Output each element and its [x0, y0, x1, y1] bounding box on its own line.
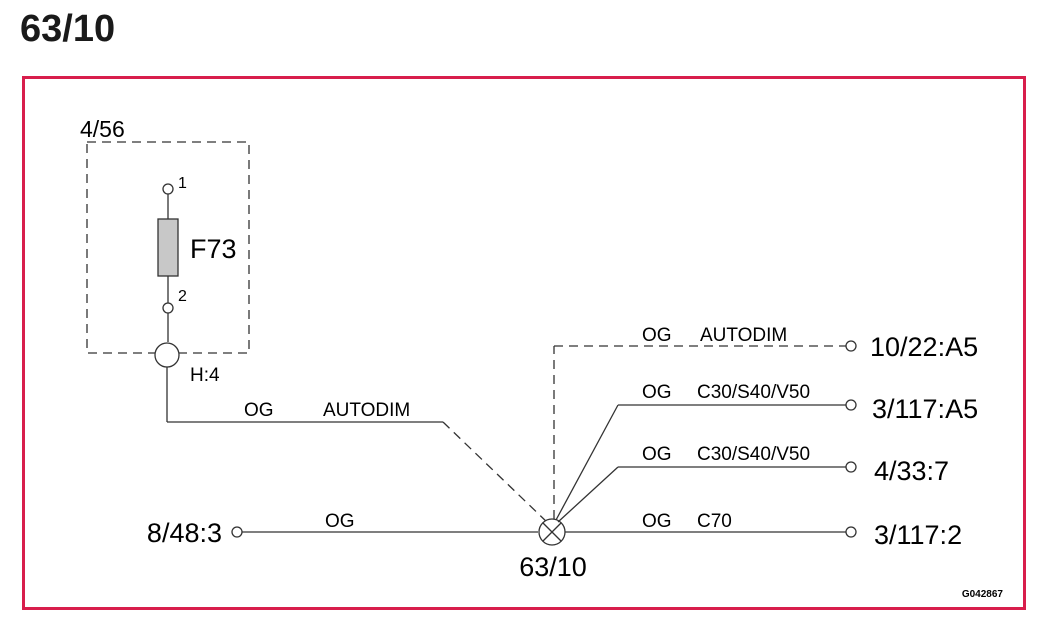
wire-4-terminal [845, 526, 857, 538]
left-terminal [231, 526, 243, 538]
fuse-pin-2 [162, 302, 174, 314]
wire-1-color: OG [642, 325, 672, 346]
wire-3-label: C30/S40/V50 [697, 444, 810, 465]
wire-1-terminal [845, 340, 857, 352]
component-box-label: 4/56 [80, 116, 125, 142]
fuse-pin-1 [162, 183, 174, 195]
wire-3-terminal [845, 461, 857, 473]
wire-1-label: AUTODIM [700, 325, 787, 346]
wire-4-destination: 3/117:2 [874, 520, 962, 550]
wire-3-destination: 4/33:7 [874, 456, 949, 486]
connector-h4 [154, 342, 180, 368]
wire-2-destination: 3/117:A5 [872, 394, 978, 424]
wire-left-color: OG [325, 511, 355, 532]
fuse-label: F73 [190, 234, 237, 264]
wire-2-color: OG [642, 382, 672, 403]
wire-2-diagonal [555, 404, 619, 521]
wire-3-color: OG [642, 444, 672, 465]
splice-cross-b [542, 522, 562, 542]
wire-4-label: C70 [697, 511, 732, 532]
page-title: 63/10 [20, 8, 116, 50]
connector-label: H:4 [190, 365, 220, 386]
wire-2-label: C30/S40/V50 [697, 382, 810, 403]
wire-2-terminal [845, 399, 857, 411]
wire-1-destination: 10/22:A5 [870, 332, 978, 362]
wire-3-diagonal [557, 466, 619, 523]
fuse-symbol [157, 218, 179, 277]
splice-label: 63/10 [519, 552, 587, 582]
figure-id: G042867 [962, 589, 1004, 600]
fuse-pin-1-label: 1 [178, 175, 187, 192]
fuse-pin-2-label: 2 [178, 288, 187, 305]
wire-top-left-label: AUTODIM [323, 400, 410, 421]
wire-4-color: OG [642, 511, 672, 532]
wire-top-left-color: OG [244, 400, 274, 421]
left-destination: 8/48:3 [147, 518, 222, 548]
wire-connector-to-splice [442, 421, 550, 525]
diagram-frame [22, 76, 1026, 610]
